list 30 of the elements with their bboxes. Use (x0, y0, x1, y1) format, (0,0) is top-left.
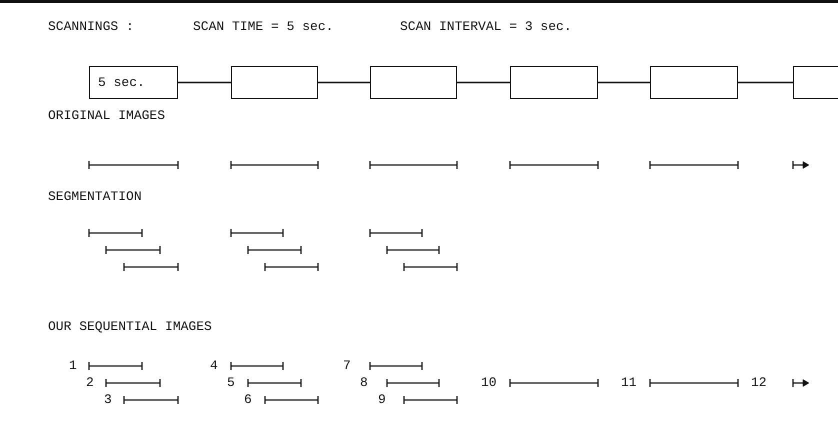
sequence-number: 8 (360, 375, 368, 391)
sequence-number: 4 (210, 358, 218, 374)
scan-parameter: SCANNINGS : (48, 19, 134, 35)
connector-line (318, 82, 370, 84)
sequence-number: 11 (621, 375, 637, 391)
section-heading: SEGMENTATION (48, 189, 142, 205)
sequence-number: 6 (244, 392, 252, 408)
scan-parameter: SCAN INTERVAL = 3 sec. (400, 19, 572, 35)
sequence-number: 3 (104, 392, 112, 408)
sequence-number: 12 (751, 375, 767, 391)
sequence-number: 10 (481, 375, 497, 391)
box-label: 5 sec. (98, 75, 145, 90)
connector-line (457, 82, 510, 84)
partial-scan-box (793, 66, 838, 99)
scan-box (370, 66, 457, 99)
scan-parameter: SCAN TIME = 5 sec. (193, 19, 334, 35)
sequence-number: 9 (378, 392, 386, 408)
connector-line (598, 82, 650, 84)
scan-box (89, 66, 178, 99)
sequence-number: 7 (343, 358, 351, 374)
scan-box (650, 66, 738, 99)
connector-line (738, 82, 793, 84)
sequence-number: 2 (86, 375, 94, 391)
sequence-number: 1 (69, 358, 77, 374)
section-heading: ORIGINAL IMAGES (48, 108, 166, 124)
connector-line (178, 82, 231, 84)
sequence-number: 5 (227, 375, 235, 391)
scan-box (510, 66, 598, 99)
section-heading: OUR SEQUENTIAL IMAGES (48, 319, 212, 335)
scan-box (231, 66, 318, 99)
